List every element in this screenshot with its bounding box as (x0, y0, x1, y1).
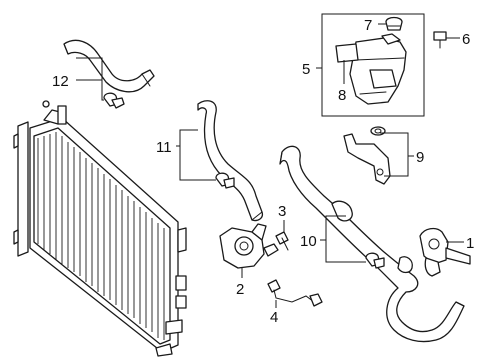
bypass-hose (197, 100, 264, 222)
lower-hose (279, 145, 465, 343)
leader-lines (76, 23, 464, 308)
coolant-reservoir (349, 33, 407, 105)
bolt-6 (433, 31, 447, 49)
callout-1: 1 (466, 235, 474, 252)
callout-9: 9 (416, 149, 424, 166)
callout-5: 5 (302, 61, 310, 78)
hose-clamp-11 (215, 172, 235, 189)
sensor-harness (267, 279, 323, 307)
radiator (13, 100, 187, 357)
hose-clamp-12 (103, 92, 125, 109)
reservoir-callout-box (321, 13, 425, 117)
callout-6: 6 (462, 31, 470, 48)
bracket-grommet (370, 126, 386, 136)
hose-bracket (343, 133, 391, 185)
water-pump (219, 223, 279, 269)
callouts: 1 2 3 4 5 6 7 8 9 10 11 12 (52, 17, 474, 326)
hose-clamp-10 (365, 252, 385, 269)
callout-11: 11 (156, 139, 172, 156)
callout-2: 2 (236, 281, 244, 298)
bolt-3 (275, 231, 289, 251)
water-outlet (419, 227, 471, 277)
callout-3: 3 (278, 203, 286, 220)
callout-10: 10 (300, 233, 317, 250)
callout-12: 12 (52, 73, 69, 90)
caution-label (335, 43, 359, 63)
radiator-fins (37, 132, 165, 340)
callout-8: 8 (338, 87, 346, 104)
upper-hose (63, 39, 155, 93)
callout-7: 7 (364, 17, 372, 34)
reservoir-cap (385, 16, 403, 31)
callout-4: 4 (270, 309, 278, 326)
